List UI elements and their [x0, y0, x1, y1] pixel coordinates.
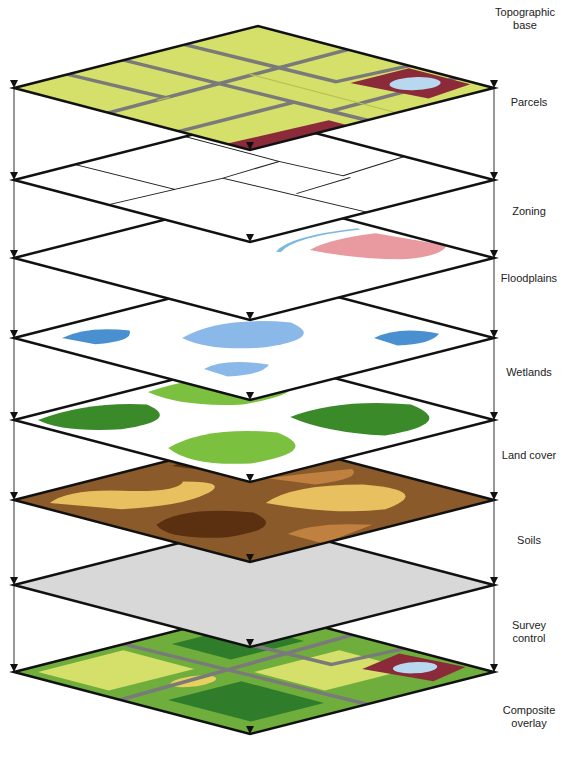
arrowhead: [10, 172, 18, 180]
layer-label: Topographic base: [494, 6, 556, 32]
layer-label: Parcels: [498, 96, 560, 109]
arrowhead: [490, 664, 498, 672]
arrowhead: [10, 250, 18, 258]
layer-label: Wetlands: [498, 366, 560, 379]
arrowhead: [490, 330, 498, 338]
layer-label: Zoning: [498, 205, 560, 218]
arrowhead: [246, 392, 254, 400]
arrowhead: [10, 80, 18, 88]
parcels-layer: [14, 26, 494, 150]
arrowhead: [246, 639, 254, 647]
layer-label: Survey control: [498, 619, 560, 645]
arrowhead: [246, 142, 254, 150]
layer-label: Floodplains: [498, 272, 560, 285]
arrowhead: [246, 234, 254, 242]
arrowhead: [490, 172, 498, 180]
arrowhead: [10, 664, 18, 672]
layer-label: Land cover: [498, 449, 560, 462]
arrowhead: [246, 474, 254, 482]
arrowhead: [10, 492, 18, 500]
arrowhead: [246, 312, 254, 320]
arrowheads: [10, 80, 498, 734]
arrowhead: [490, 492, 498, 500]
arrowhead: [490, 250, 498, 258]
arrowhead: [490, 80, 498, 88]
layer-label: Soils: [498, 534, 560, 547]
arrowhead: [246, 726, 254, 734]
arrowhead: [246, 554, 254, 562]
arrowhead: [10, 577, 18, 585]
drop-lines: [14, 88, 494, 734]
layer-label: Composite overlay: [498, 704, 560, 730]
arrowhead: [490, 412, 498, 420]
arrowhead: [10, 330, 18, 338]
arrowhead: [490, 577, 498, 585]
arrowhead: [10, 412, 18, 420]
